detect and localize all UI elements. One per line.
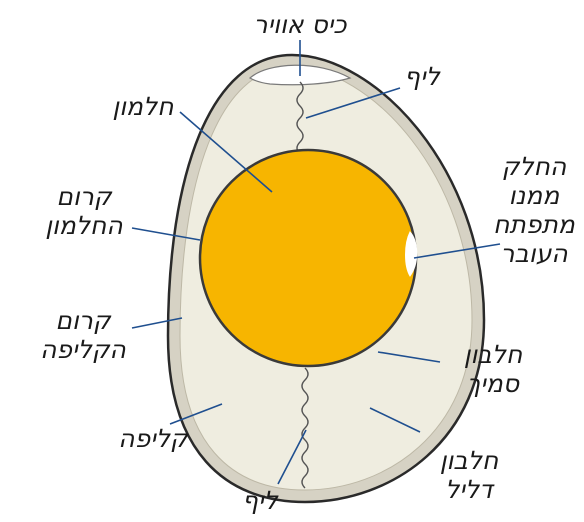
- label-germinal-disc: החלק ממנו מתפתח העובר: [486, 152, 582, 268]
- label-shell-membrane-line1: קרום: [20, 306, 146, 335]
- yolk: [200, 150, 416, 366]
- label-yolk-membrane-line1: קרום: [24, 182, 144, 211]
- label-yolk-text: חלמון: [112, 92, 173, 121]
- label-germinal-disc-line4: העובר: [486, 239, 582, 268]
- label-thin-albumen-line2: דליל: [414, 475, 524, 504]
- label-yolk: חלמון: [88, 92, 198, 121]
- label-thin-albumen: חלבון דליל: [414, 446, 524, 504]
- label-germinal-disc-line2: ממנו: [486, 181, 582, 210]
- label-thick-albumen: חלבון סמיך: [438, 340, 548, 398]
- label-chalaza-bottom-text: ליף: [242, 486, 278, 515]
- label-shell-membrane: קרום הקליפה: [20, 306, 146, 364]
- label-yolk-membrane-line2: החלמון: [24, 211, 144, 240]
- label-germinal-disc-line3: מתפתח: [486, 210, 582, 239]
- label-shell-text: קליפה: [118, 424, 187, 453]
- label-shell: קליפה: [98, 424, 208, 453]
- label-thin-albumen-line1: חלבון: [414, 446, 524, 475]
- label-yolk-membrane: קרום החלמון: [24, 182, 144, 240]
- label-air-cell: כיס אוויר: [222, 10, 378, 39]
- label-shell-membrane-line2: הקליפה: [20, 335, 146, 364]
- label-thick-albumen-line1: חלבון: [438, 340, 548, 369]
- label-germinal-disc-line1: החלק: [486, 152, 582, 181]
- label-thick-albumen-line2: סמיך: [438, 369, 548, 398]
- label-chalaza-top: ליף: [392, 62, 452, 91]
- label-air-cell-text: כיס אוויר: [253, 10, 346, 39]
- label-chalaza-top-text: ליף: [404, 62, 440, 91]
- label-chalaza-bottom: ליף: [228, 486, 292, 515]
